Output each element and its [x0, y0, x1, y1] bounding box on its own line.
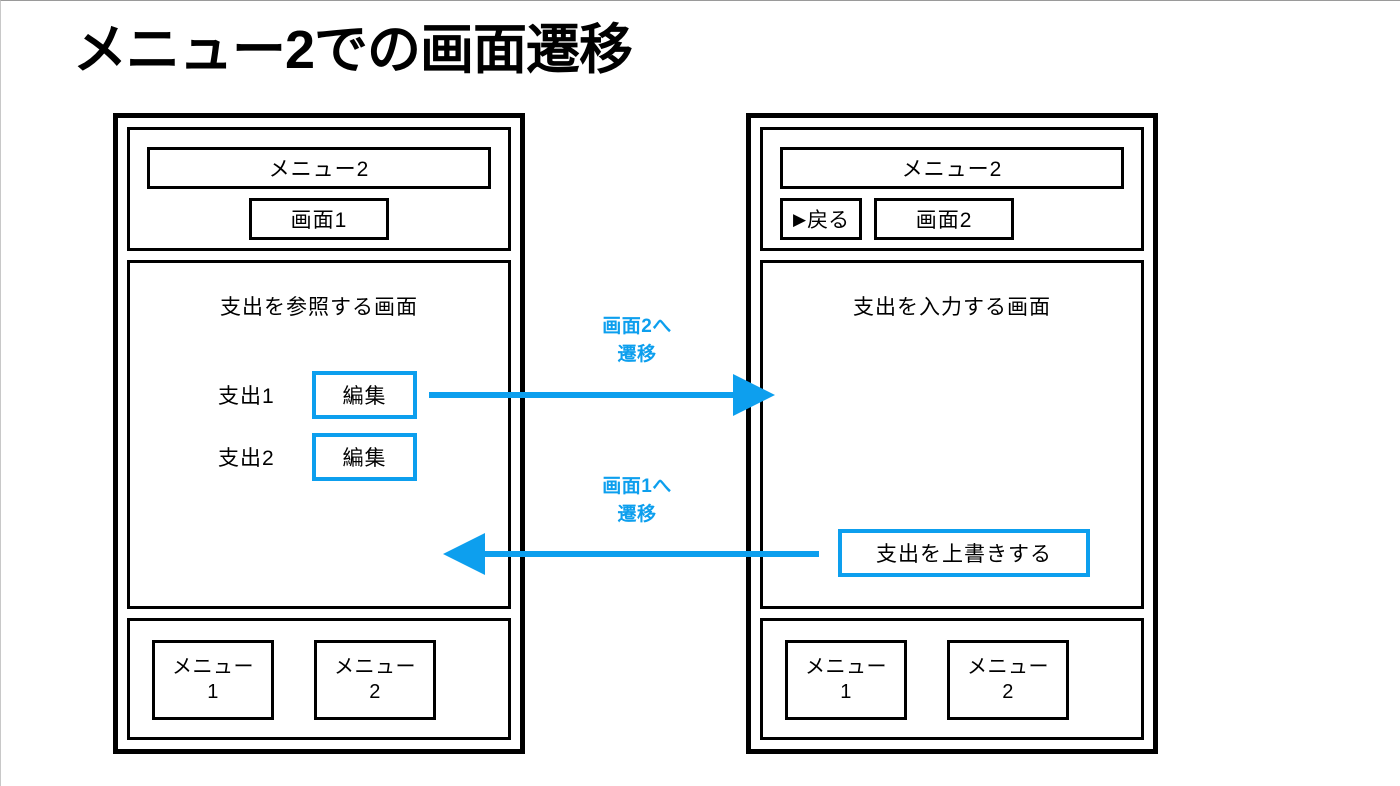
- screen1-header-row: 画面1: [147, 198, 491, 240]
- tab-menu-1-line2: 1: [840, 681, 852, 703]
- triangle-right-icon: ▶: [793, 209, 807, 229]
- screen1-body: 支出を参照する画面 支出1 編集 支出2 編集: [127, 260, 511, 609]
- tab-menu-1-line1: メニュー: [172, 656, 254, 678]
- screen2-body: 支出を入力する画面 支出を上書きする: [760, 260, 1144, 609]
- screen2-tab-group: メニュー 1 メニュー 2: [785, 640, 1069, 720]
- screen2-header-row: ▶ 戻る 画面2: [780, 198, 1124, 240]
- tab-menu-2-line1: メニュー: [967, 656, 1049, 678]
- edit-button-expense-1[interactable]: 編集: [312, 371, 417, 419]
- screen2-screen-label: 画面2: [874, 198, 1015, 240]
- flow-label-to-screen2-line1: 画面2へ: [602, 316, 672, 337]
- screen2-tabbar: メニュー 1 メニュー 2: [760, 618, 1144, 740]
- phone-mockup-screen2: メニュー2 ▶ 戻る 画面2 支出を入力する画面 支出を上書きする メニュー 1…: [746, 113, 1158, 754]
- tab-menu-1-line1: メニュー: [805, 656, 887, 678]
- flow-label-to-screen2-line2: 遷移: [617, 343, 657, 365]
- flow-label-to-screen1-line2: 遷移: [617, 503, 657, 525]
- tab-menu-1[interactable]: メニュー 1: [152, 640, 274, 720]
- list-item: 支出2 編集: [218, 433, 417, 481]
- tab-menu-2-line1: メニュー: [334, 656, 416, 678]
- screen2-body-heading: 支出を入力する画面: [853, 296, 1051, 319]
- list-item: 支出1 編集: [218, 371, 417, 419]
- screen2-header: メニュー2 ▶ 戻る 画面2: [760, 127, 1144, 251]
- expense-1-label: 支出1: [218, 385, 275, 408]
- flow-label-to-screen1-line1: 画面1へ: [602, 476, 672, 497]
- tab-menu-2[interactable]: メニュー 2: [947, 640, 1069, 720]
- tab-menu-2-line2: 2: [1002, 681, 1014, 703]
- flow-label-to-screen2: 画面2へ 遷移: [557, 313, 717, 368]
- screen1-header: メニュー2 画面1: [127, 127, 511, 251]
- screen1-tab-group: メニュー 1 メニュー 2: [152, 640, 436, 720]
- screen1-screen-label: 画面1: [249, 198, 389, 240]
- screen1-body-heading: 支出を参照する画面: [220, 296, 418, 319]
- screen1-menu-title: メニュー2: [147, 147, 491, 189]
- back-button-label: 戻る: [807, 209, 850, 232]
- screen1-tabbar: メニュー 1 メニュー 2: [127, 618, 511, 740]
- page-title: メニュー2での画面遷移: [73, 20, 633, 80]
- phone-mockup-screen1: メニュー2 画面1 支出を参照する画面 支出1 編集 支出2 編集: [113, 113, 525, 754]
- back-button[interactable]: ▶ 戻る: [780, 198, 863, 240]
- tab-menu-1[interactable]: メニュー 1: [785, 640, 907, 720]
- tab-menu-2[interactable]: メニュー 2: [314, 640, 436, 720]
- overwrite-expense-button[interactable]: 支出を上書きする: [838, 529, 1090, 577]
- flow-label-to-screen1: 画面1へ 遷移: [557, 473, 717, 528]
- expense-2-label: 支出2: [218, 447, 275, 470]
- edit-button-expense-2[interactable]: 編集: [312, 433, 417, 481]
- tab-menu-1-line2: 1: [207, 681, 219, 703]
- screen2-menu-title: メニュー2: [780, 147, 1124, 189]
- expense-list: 支出1 編集 支出2 編集: [218, 371, 417, 481]
- tab-menu-2-line2: 2: [369, 681, 381, 703]
